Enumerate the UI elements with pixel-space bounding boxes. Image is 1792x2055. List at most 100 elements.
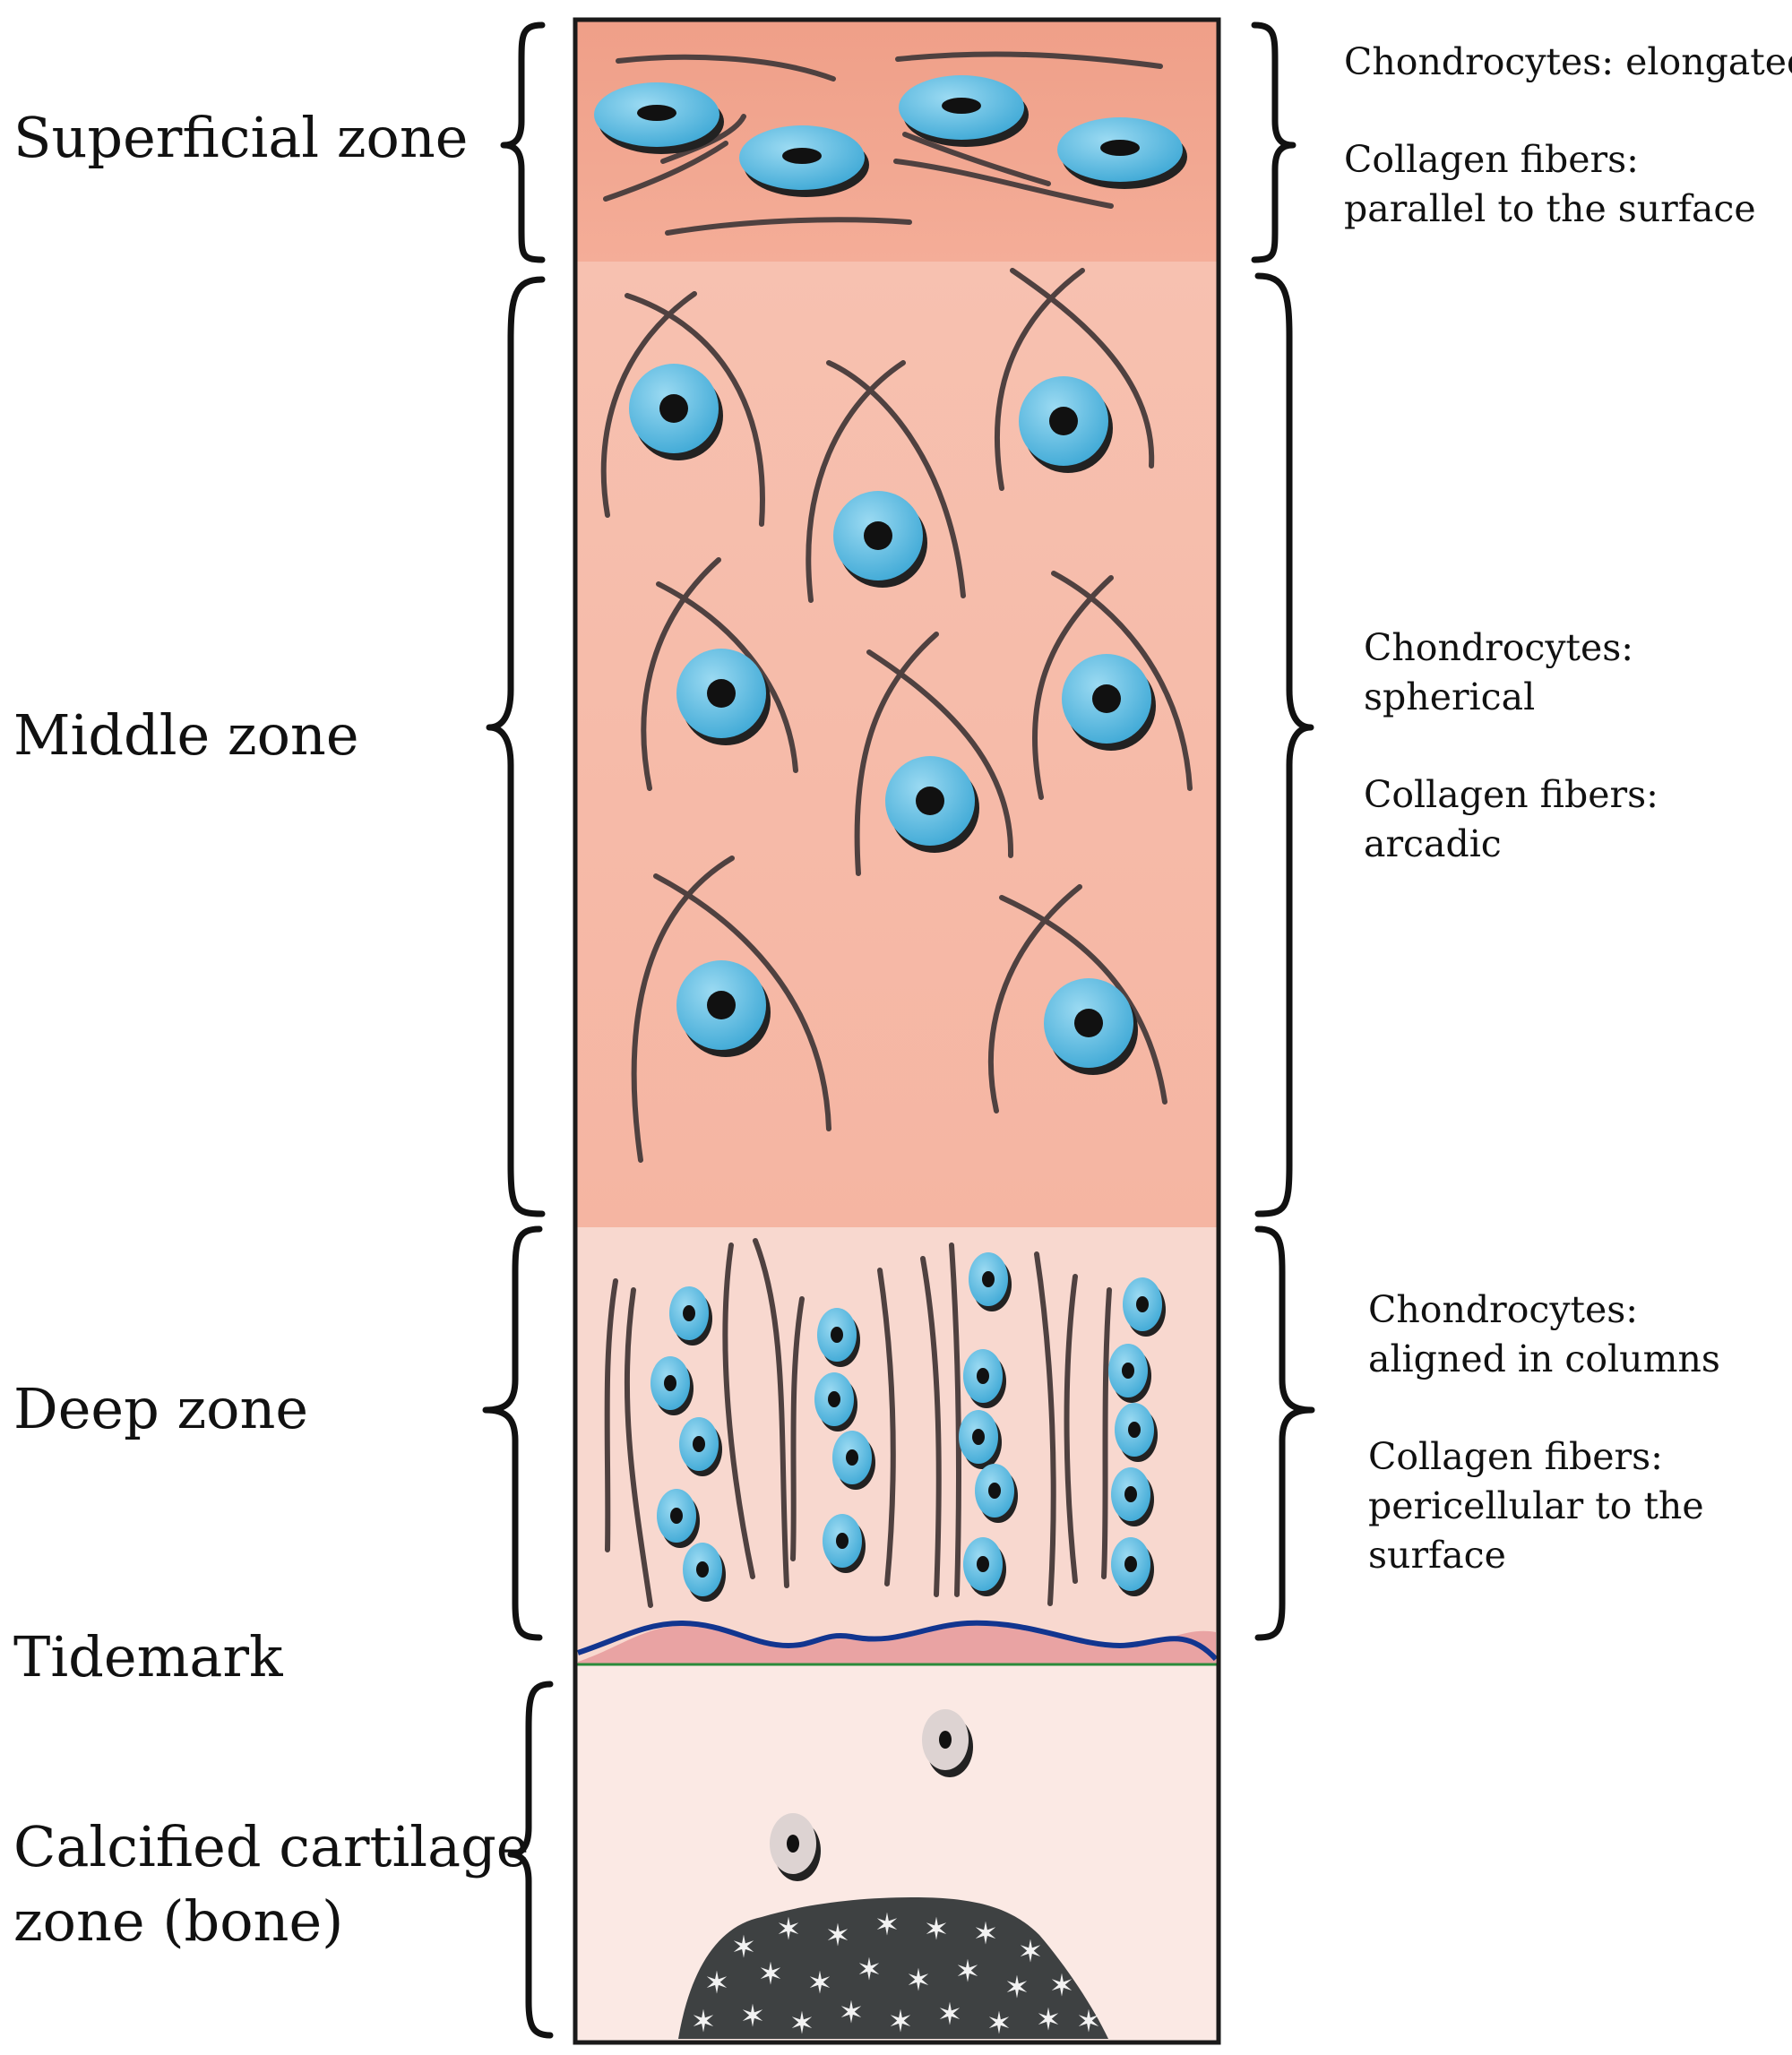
superficial-zone-label: Superficial zone <box>13 105 468 170</box>
svg-text:✶: ✶ <box>1004 1970 1030 2006</box>
deep-fibers <box>604 1238 1112 1608</box>
svg-text:✶: ✶ <box>740 1999 766 2034</box>
columnar-chondrocyte <box>657 1489 700 1548</box>
spherical-chondrocyte <box>629 364 723 460</box>
elongated-chondrocyte <box>899 75 1029 147</box>
columnar-chondrocyte <box>679 1417 722 1476</box>
superficial-collagen-heading: Collagen fibers: <box>1344 138 1639 181</box>
deep-collagen-text-1: pericellular to the <box>1368 1484 1704 1527</box>
columnar-chondrocyte <box>669 1286 712 1346</box>
tidemark-line <box>577 1620 1219 1662</box>
calcified-cells <box>770 1709 973 1881</box>
svg-text:✶: ✶ <box>857 1952 883 1988</box>
spherical-chondrocyte <box>885 756 979 853</box>
columnar-chondrocyte <box>814 1372 857 1432</box>
svg-text:✶: ✶ <box>937 1997 963 2033</box>
columnar-chondrocyte <box>959 1410 1002 1469</box>
left-braces <box>482 21 554 2039</box>
deep-description: Chondrocytes: aligned in columns Collage… <box>1368 1288 1720 1577</box>
superficial-cells <box>594 75 1187 197</box>
superficial-right-brace <box>1251 21 1297 263</box>
columnar-chondrocyte <box>823 1514 866 1573</box>
superficial-chondrocytes-text: Chondrocytes: elongated <box>1344 40 1792 83</box>
svg-text:✶: ✶ <box>839 1995 865 2031</box>
svg-text:✶: ✶ <box>973 1916 999 1952</box>
deep-right-brace <box>1254 1225 1315 1641</box>
spherical-chondrocyte <box>833 491 927 588</box>
deep-chondrocytes-heading: Chondrocytes: <box>1368 1288 1638 1331</box>
svg-text:✶: ✶ <box>807 1965 833 2001</box>
spherical-chondrocyte <box>1062 654 1156 751</box>
columnar-chondrocyte <box>963 1349 1006 1408</box>
svg-text:✶: ✶ <box>924 1912 950 1948</box>
middle-zone-label: Middle zone <box>13 702 359 768</box>
calcified-zone-label-line1: Calcified cartilage <box>13 1814 529 1879</box>
elongated-chondrocyte <box>594 82 724 154</box>
svg-text:✶: ✶ <box>758 1956 784 1992</box>
svg-text:✶: ✶ <box>1018 1934 1044 1970</box>
svg-text:✶: ✶ <box>731 1930 757 1965</box>
calcified-chondrocyte <box>922 1709 973 1777</box>
spherical-chondrocyte <box>1044 978 1138 1075</box>
columnar-chondrocyte <box>1111 1537 1154 1596</box>
spherical-chondrocyte <box>676 649 771 745</box>
superficial-collagen-text: parallel to the surface <box>1344 187 1756 230</box>
superficial-left-brace <box>500 21 546 263</box>
columnar-chondrocyte <box>650 1356 694 1415</box>
deep-left-brace <box>482 1225 543 1641</box>
svg-text:✶: ✶ <box>704 1965 730 2001</box>
columnar-chondrocyte <box>975 1464 1018 1523</box>
middle-collagen-heading: Collagen fibers: <box>1364 773 1658 816</box>
spherical-chondrocyte <box>676 960 771 1057</box>
middle-chondrocytes-text: spherical <box>1364 675 1535 718</box>
calcified-chondrocyte <box>770 1813 821 1881</box>
deep-chondrocytes-text: aligned in columns <box>1368 1337 1720 1380</box>
svg-text:✶: ✶ <box>789 2006 815 2042</box>
svg-text:✶: ✶ <box>888 2004 914 2040</box>
calcified-left-brace <box>507 1681 554 2039</box>
zone-labels: Superficial zone Middle zone Deep zone T… <box>13 105 529 1954</box>
svg-text:✶: ✶ <box>906 1963 932 1999</box>
cartilage-column: ✶✶✶ ✶✶✶ ✶✶✶ ✶✶✶ ✶✶✶ ✶✶✶ ✶✶✶ ✶✶✶ <box>573 17 1221 2045</box>
columnar-chondrocyte <box>817 1308 860 1367</box>
tidemark-band <box>578 1625 1216 1664</box>
columnar-chondrocyte <box>1108 1344 1151 1403</box>
svg-text:✶: ✶ <box>825 1918 851 1954</box>
svg-text:✶: ✶ <box>691 2004 717 2040</box>
middle-fibers <box>600 268 1193 1163</box>
deep-collagen-heading: Collagen fibers: <box>1368 1435 1663 1478</box>
bone-mass: ✶✶✶ ✶✶✶ ✶✶✶ ✶✶✶ ✶✶✶ ✶✶✶ ✶✶✶ ✶✶✶ <box>678 1897 1108 2042</box>
middle-chondrocytes-heading: Chondrocytes: <box>1364 626 1633 669</box>
superficial-description: Chondrocytes: elongated Collagen fibers:… <box>1344 40 1792 230</box>
middle-collagen-text: arcadic <box>1364 822 1502 865</box>
spherical-chondrocyte <box>1019 376 1113 473</box>
right-braces <box>1251 21 1315 1641</box>
deep-cells <box>650 1252 1166 1602</box>
svg-text:✶: ✶ <box>874 1907 900 1943</box>
deep-zone-label: Deep zone <box>13 1376 308 1441</box>
elongated-chondrocyte <box>739 125 869 197</box>
columnar-chondrocyte <box>1115 1403 1158 1462</box>
columnar-chondrocyte <box>963 1537 1006 1596</box>
middle-cells <box>629 364 1156 1075</box>
column-outline <box>573 17 1221 2045</box>
columnar-chondrocyte <box>683 1543 726 1602</box>
columnar-chondrocyte <box>969 1252 1012 1311</box>
superficial-fibers <box>603 51 1163 236</box>
columnar-chondrocyte <box>1111 1467 1154 1526</box>
middle-left-brace <box>486 276 546 1217</box>
svg-text:✶: ✶ <box>986 2006 1012 2042</box>
calcified-zone-label-line2: zone (bone) <box>13 1888 343 1954</box>
middle-right-brace <box>1254 272 1314 1217</box>
columnar-chondrocyte <box>1123 1277 1166 1337</box>
svg-text:✶: ✶ <box>1036 2002 1062 2038</box>
svg-text:✶: ✶ <box>776 1912 802 1948</box>
deep-collagen-text-2: surface <box>1368 1534 1506 1577</box>
svg-text:✶: ✶ <box>1049 1968 1075 2004</box>
svg-text:✶: ✶ <box>955 1954 981 1990</box>
columnar-chondrocyte <box>832 1431 875 1490</box>
svg-text:✶: ✶ <box>1076 2004 1102 2040</box>
tidemark-label: Tidemark <box>13 1624 283 1690</box>
elongated-chondrocyte <box>1057 117 1187 189</box>
